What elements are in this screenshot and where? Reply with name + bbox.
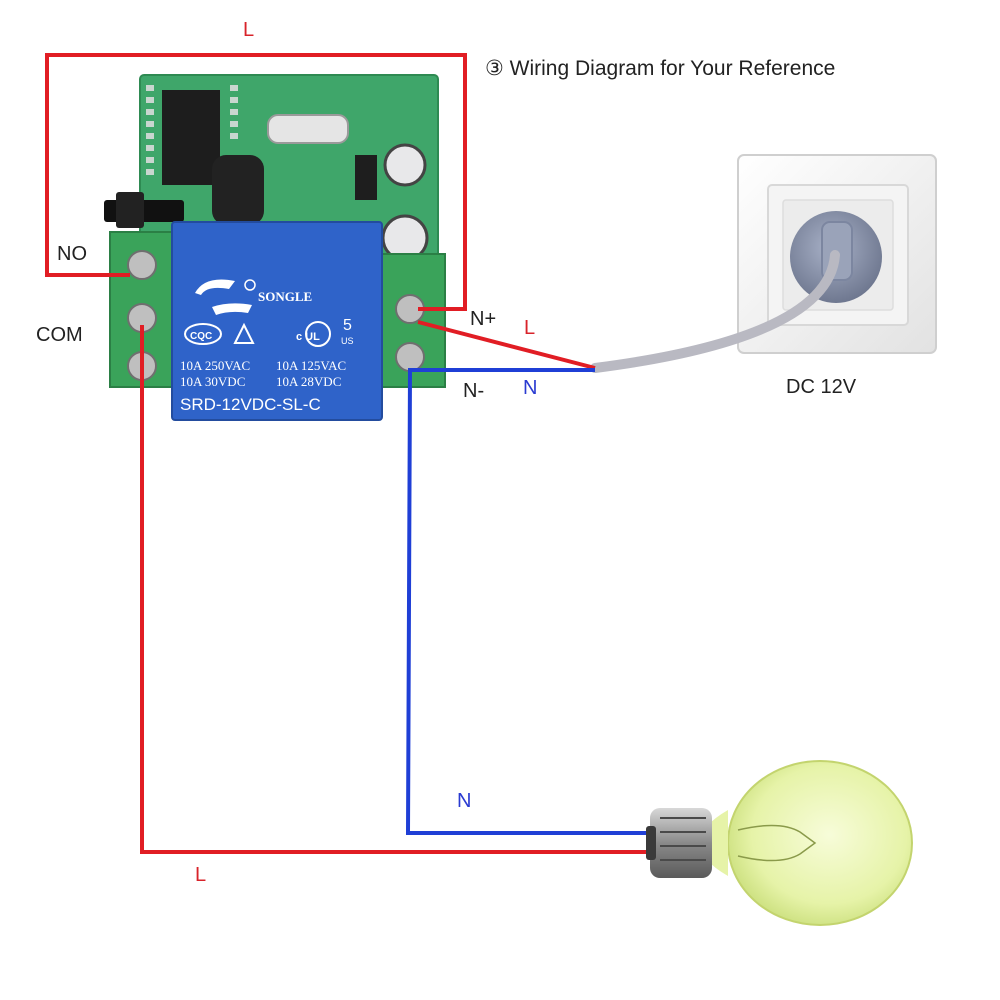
wire-supply-neutral — [405, 368, 658, 835]
pcb-chip — [162, 90, 220, 185]
terminal-label-no: NO — [57, 243, 87, 265]
relay-body — [171, 221, 383, 421]
relay-ul-mark: c UL — [296, 331, 320, 343]
pcb-pins — [146, 85, 238, 175]
relay-rating-sub: US — [341, 336, 354, 346]
songle-logo-icon — [195, 279, 252, 315]
relay-brand: SONGLE — [258, 289, 312, 304]
wire-label-lamp-neutral: N — [457, 790, 472, 812]
pcb-crystal — [267, 114, 349, 144]
power-cable — [590, 250, 840, 373]
wire-label-supply-live: L — [524, 317, 536, 339]
wires — [45, 53, 658, 854]
relay-ratings-left-1: 10A 250VAC — [180, 358, 250, 373]
power-source-label: DC 12V — [786, 376, 857, 398]
relay-ratings-left-2: 10A 30VDC — [180, 374, 245, 389]
relay-cqc-mark: CQC — [190, 331, 212, 342]
terminal-label-n-plus: N+ — [470, 308, 497, 330]
terminal-label-com: COM — [36, 324, 83, 346]
wire-label-lamp-live: L — [195, 864, 207, 886]
wire-label-supply-neutral: N — [523, 377, 538, 399]
relay-rating-number: 5 — [343, 317, 352, 334]
wire-supply-live — [417, 320, 596, 370]
relay-model: SRD-12VDC-SL-C — [180, 395, 321, 414]
relay-ratings-right-1: 10A 125VAC — [276, 358, 346, 373]
wire-label-loop-top: L — [243, 19, 255, 41]
diagram-title: ③ Wiring Diagram for Your Reference — [485, 57, 836, 80]
wire-live-loop — [45, 53, 467, 311]
light-bulb-icon — [646, 760, 913, 926]
terminal-label-n-minus: N- — [463, 380, 485, 402]
pcb-capacitor-1 — [383, 143, 427, 187]
wire-lamp-live — [140, 325, 658, 854]
relay-ratings-right-2: 10A 28VDC — [276, 374, 341, 389]
pcb-coil — [212, 155, 264, 225]
relay-module-icon — [104, 74, 446, 421]
